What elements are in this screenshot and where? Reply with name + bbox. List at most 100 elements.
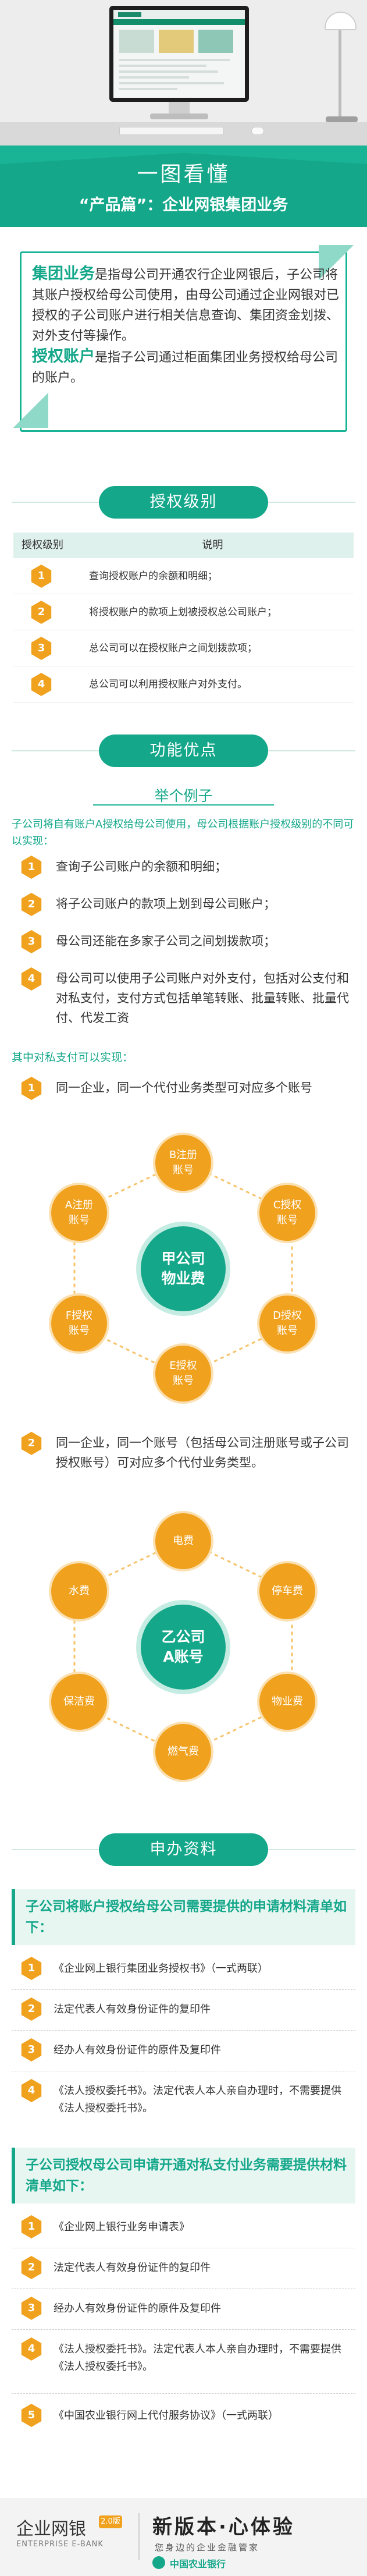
number-badge: 2: [21, 1997, 42, 2021]
number-badge: 4: [21, 2337, 42, 2361]
account-diagram-1: 甲公司 物业费 B注册 账号 C授权 账号 D授权 账号 E授权 账号 F授权 …: [47, 1135, 320, 1403]
monitor-screen: [113, 10, 245, 98]
level-badge: 1: [31, 565, 52, 588]
list-item-text: 法定代表人有效身份证件的复印件: [54, 2003, 211, 2016]
example-intro: 子公司将自有账户A授权给母公司使用，母公司根据账户授权级别的不同可以实现：: [12, 818, 354, 847]
account-diagram-2: 乙公司 A账号 电费 停车费 物业费 燃气费 保洁费 水费: [47, 1513, 320, 1781]
number-badge: 5: [21, 2404, 42, 2427]
brand-name: 企业网银: [16, 2519, 86, 2539]
mouse-icon: [251, 127, 264, 135]
list-item-text: 同一企业，同一个代付业务类型可对应多个账号: [56, 1081, 312, 1095]
section-header-auth: 授权级别: [0, 486, 367, 519]
node-label: 电费: [173, 1535, 194, 1547]
apply-group-1-title-box: 子公司将账户授权给母公司需要提供的申请材料清单如下：: [12, 1889, 355, 1945]
node-gas-fee: 燃气费: [155, 1724, 211, 1780]
corner-ribbon: [13, 393, 48, 428]
keyboard-icon: [119, 127, 224, 135]
table-row: 1 查询授权账户的余额和明细；: [13, 558, 354, 594]
auth-level-table: 授权级别 说明 1 查询授权账户的余额和明细； 2 将授权账户的款项上划被授权总…: [13, 533, 354, 702]
monitor-neck: [169, 102, 190, 113]
page-title: 一图看懂: [137, 162, 230, 186]
hero-banner: 一图看懂 “产品篇”：企业网银集团业务: [0, 0, 367, 227]
node-b-registered: B注册 账号: [155, 1135, 211, 1191]
slogan: 新版本·心体验: [152, 2515, 295, 2539]
divider: [12, 2393, 355, 2394]
node-f-authorized: F授权 账号: [51, 1296, 107, 1351]
list-item-text: 母公司还能在多家子公司之间划拨款项；: [56, 934, 276, 948]
term-group-business: 集团业务: [32, 265, 95, 283]
list-item-text: 《法人授权委托书》。法定代表人本人亲自办理时，不需要提供《法人授权委托书》。: [54, 2085, 341, 2114]
table-row: 4 总公司可以利用授权账户对外支付。: [13, 666, 354, 702]
number-badge: 1: [21, 856, 42, 879]
list-item-text: 《企业网上银行业务申请表》: [54, 2221, 190, 2233]
number-badge: 1: [21, 1077, 42, 1100]
node-label: 物业费: [272, 1695, 303, 1708]
node-e-authorized: E授权 账号: [155, 1346, 211, 1401]
level-desc: 总公司可以在授权账户之间划拨款项；: [89, 643, 257, 654]
center-node: 乙公司 A账号: [141, 1605, 226, 1690]
brand-english: ENTERPRISE E-BANK: [16, 2540, 104, 2549]
list-item-text: 查询子公司账户的余额和明细；: [56, 860, 227, 874]
list-item-text: 《企业网上银行集团业务授权书》（一式两联）: [54, 1963, 268, 1975]
section-title: 授权级别: [99, 486, 268, 519]
number-badge: 3: [21, 930, 42, 953]
table-row: 2 将授权账户的款项上划被授权总公司账户；: [13, 594, 354, 630]
number-badge: 4: [21, 2079, 42, 2102]
table-header: 授权级别 说明: [13, 533, 354, 558]
node-parking-fee: 停车费: [259, 1563, 315, 1619]
list-item-text: 经办人有效身份证件的原件及复印件: [54, 2044, 221, 2056]
lamp-pole: [339, 12, 341, 122]
list-item-text: 《法人授权委托书》。法定代表人本人亲自办理时，不需要提供《法人授权委托书》。: [54, 2343, 341, 2373]
node-label: 保洁费: [63, 1695, 95, 1708]
lamp-base: [326, 116, 358, 122]
footer: 企业网银 2.0版 ENTERPRISE E-BANK 新版本·心体验 您身边的…: [0, 2498, 367, 2576]
node-label: E授权 账号: [169, 1360, 197, 1387]
number-badge: 3: [21, 2038, 42, 2061]
node-label: B注册 账号: [169, 1149, 198, 1176]
section-header-features: 功能优点: [0, 735, 367, 767]
intro-definition-2: 是指子公司通过柜面集团业务授权给母公司的账户。: [32, 350, 339, 385]
node-property-fee: 物业费: [259, 1674, 315, 1730]
apply-group-title: 子公司将账户授权给母公司需要提供的申请材料清单如下：: [26, 1899, 347, 1935]
list-item-text: 经办人有效身份证件的原件及复印件: [54, 2302, 221, 2315]
divider: [12, 2288, 355, 2289]
section-title: 功能优点: [99, 735, 268, 767]
bank-logo-icon: [152, 2556, 165, 2569]
table-row: 3 总公司可以在授权账户之间划拨款项；: [13, 630, 354, 666]
bank-name: 中国农业银行: [170, 2559, 226, 2570]
page-subtitle: “产品篇”：企业网银集团业务: [79, 196, 288, 214]
node-c-authorized: C授权 账号: [259, 1185, 315, 1241]
level-badge: 4: [31, 673, 52, 696]
list-item-text: 同一企业，同一个账号（包括母公司注册账号或子公司授权账号）可对应多个代付业务类型…: [56, 1436, 349, 1470]
section-title: 申办资料: [99, 1833, 268, 1866]
example-header: 举个例子: [0, 785, 367, 808]
node-label: C授权 账号: [273, 1199, 302, 1226]
hero-band: [0, 146, 367, 227]
node-a-registered: A注册 账号: [51, 1185, 107, 1241]
apply-group-title: 子公司授权母公司申请开通对私支付业务需要提供材料清单如下：: [26, 2158, 347, 2194]
node-water-fee: 水费: [51, 1563, 107, 1619]
apply-group-2-title-box: 子公司授权母公司申请开通对私支付业务需要提供材料清单如下：: [12, 2148, 355, 2204]
number-badge: 2: [21, 893, 42, 916]
list-item-text: 母公司可以使用子公司账户对外支付，包括对公支付和对私支付，支付方式包括单笔转账、…: [56, 971, 349, 1025]
column-header-level: 授权级别: [22, 539, 63, 551]
number-badge: 3: [21, 2297, 42, 2320]
number-badge: 1: [21, 1957, 42, 1980]
center-node: 甲公司 物业费: [141, 1226, 226, 1311]
node-cleaning-fee: 保洁费: [51, 1674, 107, 1730]
number-badge: 2: [21, 1432, 42, 1455]
node-label: D授权 账号: [273, 1310, 302, 1337]
example-title: 举个例子: [154, 787, 213, 804]
node-label: 燃气费: [168, 1745, 199, 1758]
monitor-base: [150, 113, 208, 119]
list-item-text: 《中国农业银行网上代付服务协议》（一式两联）: [54, 2410, 279, 2422]
center-label: 甲公司 物业费: [161, 1250, 205, 1287]
level-badge: 2: [31, 601, 52, 624]
version-badge: 2.0版: [99, 2515, 122, 2528]
private-payment-label: 其中对私支付可以实现：: [12, 1051, 134, 1064]
node-d-authorized: D授权 账号: [259, 1296, 315, 1351]
node-label: F授权 账号: [65, 1310, 93, 1337]
intro-box: 集团业务是指母公司开通农行企业网银后，子公司将其账户授权给母公司使用，由母公司通…: [13, 245, 354, 432]
number-badge: 2: [21, 2256, 42, 2279]
level-badge: 3: [31, 637, 52, 660]
